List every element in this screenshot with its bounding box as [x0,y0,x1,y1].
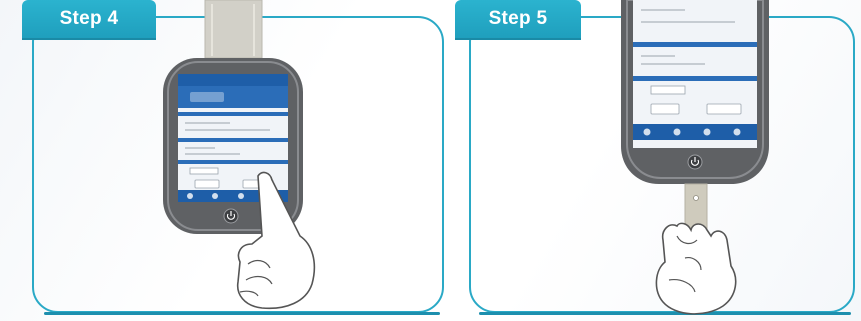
step-5-illustration [455,0,861,321]
step-4-illustration [0,0,452,321]
screen-button-left [195,180,219,188]
step-5-panel: Step 5 [455,0,861,321]
screen-button-right [707,104,741,114]
holding-hand [656,223,735,314]
step-4-panel: Step 4 [0,0,452,321]
screen-button-left [651,104,679,114]
